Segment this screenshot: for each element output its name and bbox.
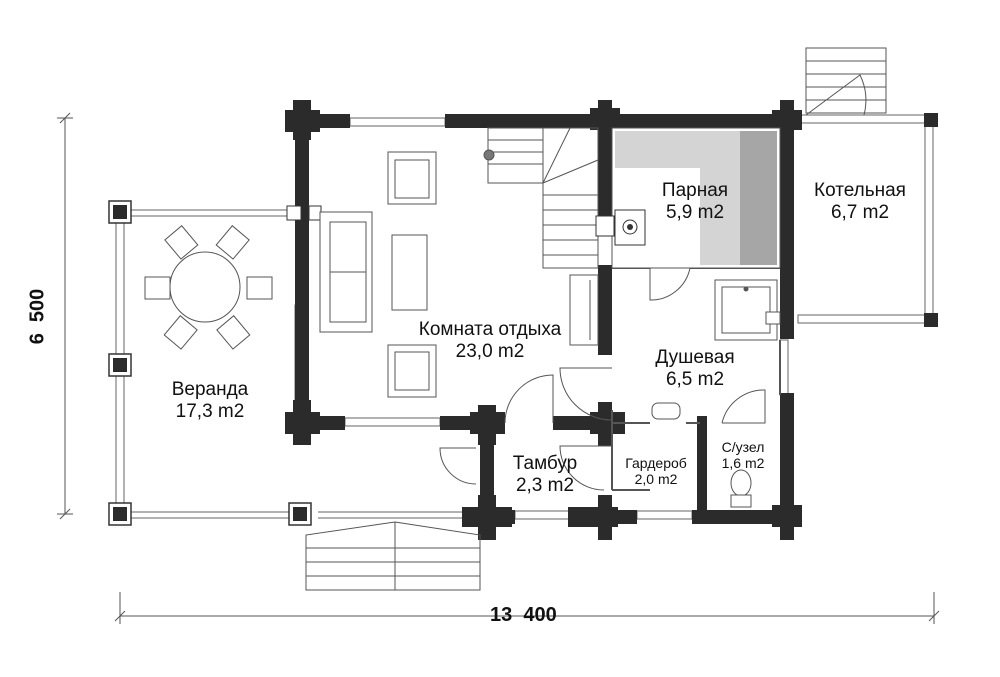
room-name: Гардероб [625,455,687,471]
room-name: С/узел [721,439,765,455]
room-name: Веранда [171,379,249,400]
label-vestibule: Тамбур 2,3 m2 [495,453,595,497]
room-area: 23,0 m2 [455,340,525,362]
label-wc: С/узел 1,6 m2 [705,439,781,471]
depth-dimension: 6 500 [26,288,49,345]
room-area: 2,0 m2 [634,471,678,488]
room-area: 6,5 m2 [665,368,725,390]
room-area: 6,7 m2 [830,201,890,223]
label-shower: Душевая 6,5 m2 [635,347,755,391]
bath-fixtures [651,279,781,508]
room-area: 17,3 m2 [175,400,245,422]
veranda-railing [115,209,470,519]
lounge-furniture [319,151,599,398]
room-name: Душевая [655,347,735,368]
label-lounge: Комната отдыха 23,0 m2 [400,319,580,363]
room-name: Парная [661,180,729,201]
veranda-table [144,225,273,350]
door-swings [439,267,766,491]
sauna-benches [595,127,781,269]
entrance-steps [305,521,481,591]
walls [285,100,802,540]
room-name: Тамбур [512,453,578,474]
room-area: 5,9 m2 [665,201,725,223]
width-dimension: 13 400 [490,604,557,626]
room-name: Комната отдыха [418,319,562,340]
dimension-lines [57,112,940,624]
room-area: 1,6 m2 [721,455,765,472]
boiler-steps [805,47,887,116]
room-area: 2,3 m2 [515,474,575,496]
label-steam-room: Парная 5,9 m2 [640,180,750,224]
staircase [483,127,599,269]
label-boiler-room: Котельная 6,7 m2 [795,180,925,224]
room-name: Котельная [814,180,906,201]
label-wardrobe: Гардероб 2,0 m2 [612,455,700,487]
label-veranda: Веранда 17,3 m2 [155,379,265,423]
